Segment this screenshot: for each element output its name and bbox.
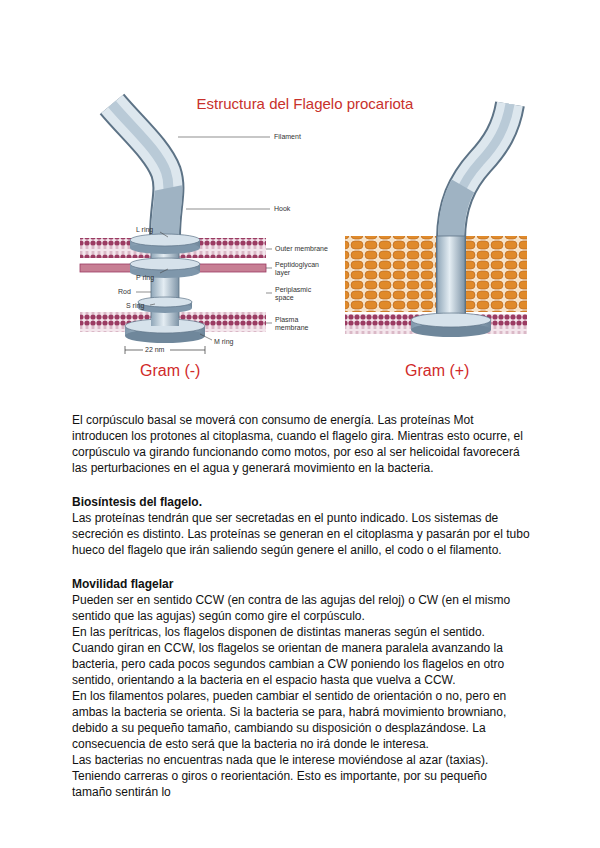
part-label: Rod xyxy=(118,288,138,296)
diagram-title: Estructura del Flagelo procariota xyxy=(180,95,430,112)
section-heading: Biosíntesis del flagelo. xyxy=(72,494,530,510)
part-label: P ring xyxy=(136,274,166,282)
paragraph: Las bacterias no encuentras nada que le … xyxy=(72,752,530,800)
paragraph: El corpúsculo basal se moverá con consum… xyxy=(72,412,530,476)
part-label: Outer membrane xyxy=(275,245,345,253)
gram-label: Gram (-) xyxy=(140,362,230,380)
section-heading: Movilidad flagelar xyxy=(72,576,530,592)
gram-label: Gram (+) xyxy=(405,362,495,380)
paragraph: En las perítricas, los flagelos disponen… xyxy=(72,624,530,688)
part-label: Periplasmic space xyxy=(275,286,319,302)
body-text: El corpúsculo basal se moverá con consum… xyxy=(72,412,530,800)
part-label: Plasma membrane xyxy=(275,316,319,332)
part-label: S ring xyxy=(126,302,152,310)
part-label: Peptidoglycan layer xyxy=(275,261,325,277)
paragraph: En los filamentos polares, pueden cambia… xyxy=(72,688,530,752)
dimension-label: 22 nm xyxy=(145,346,175,354)
paragraph: Las proteínas tendrán que ser secretadas… xyxy=(72,510,530,558)
paragraph: Pueden ser en sentido CCW (en contra de … xyxy=(72,592,530,624)
part-label: M ring xyxy=(214,338,244,346)
part-label: Hook xyxy=(274,205,334,213)
part-label: L ring xyxy=(136,226,166,234)
part-label: Filament xyxy=(274,133,334,141)
